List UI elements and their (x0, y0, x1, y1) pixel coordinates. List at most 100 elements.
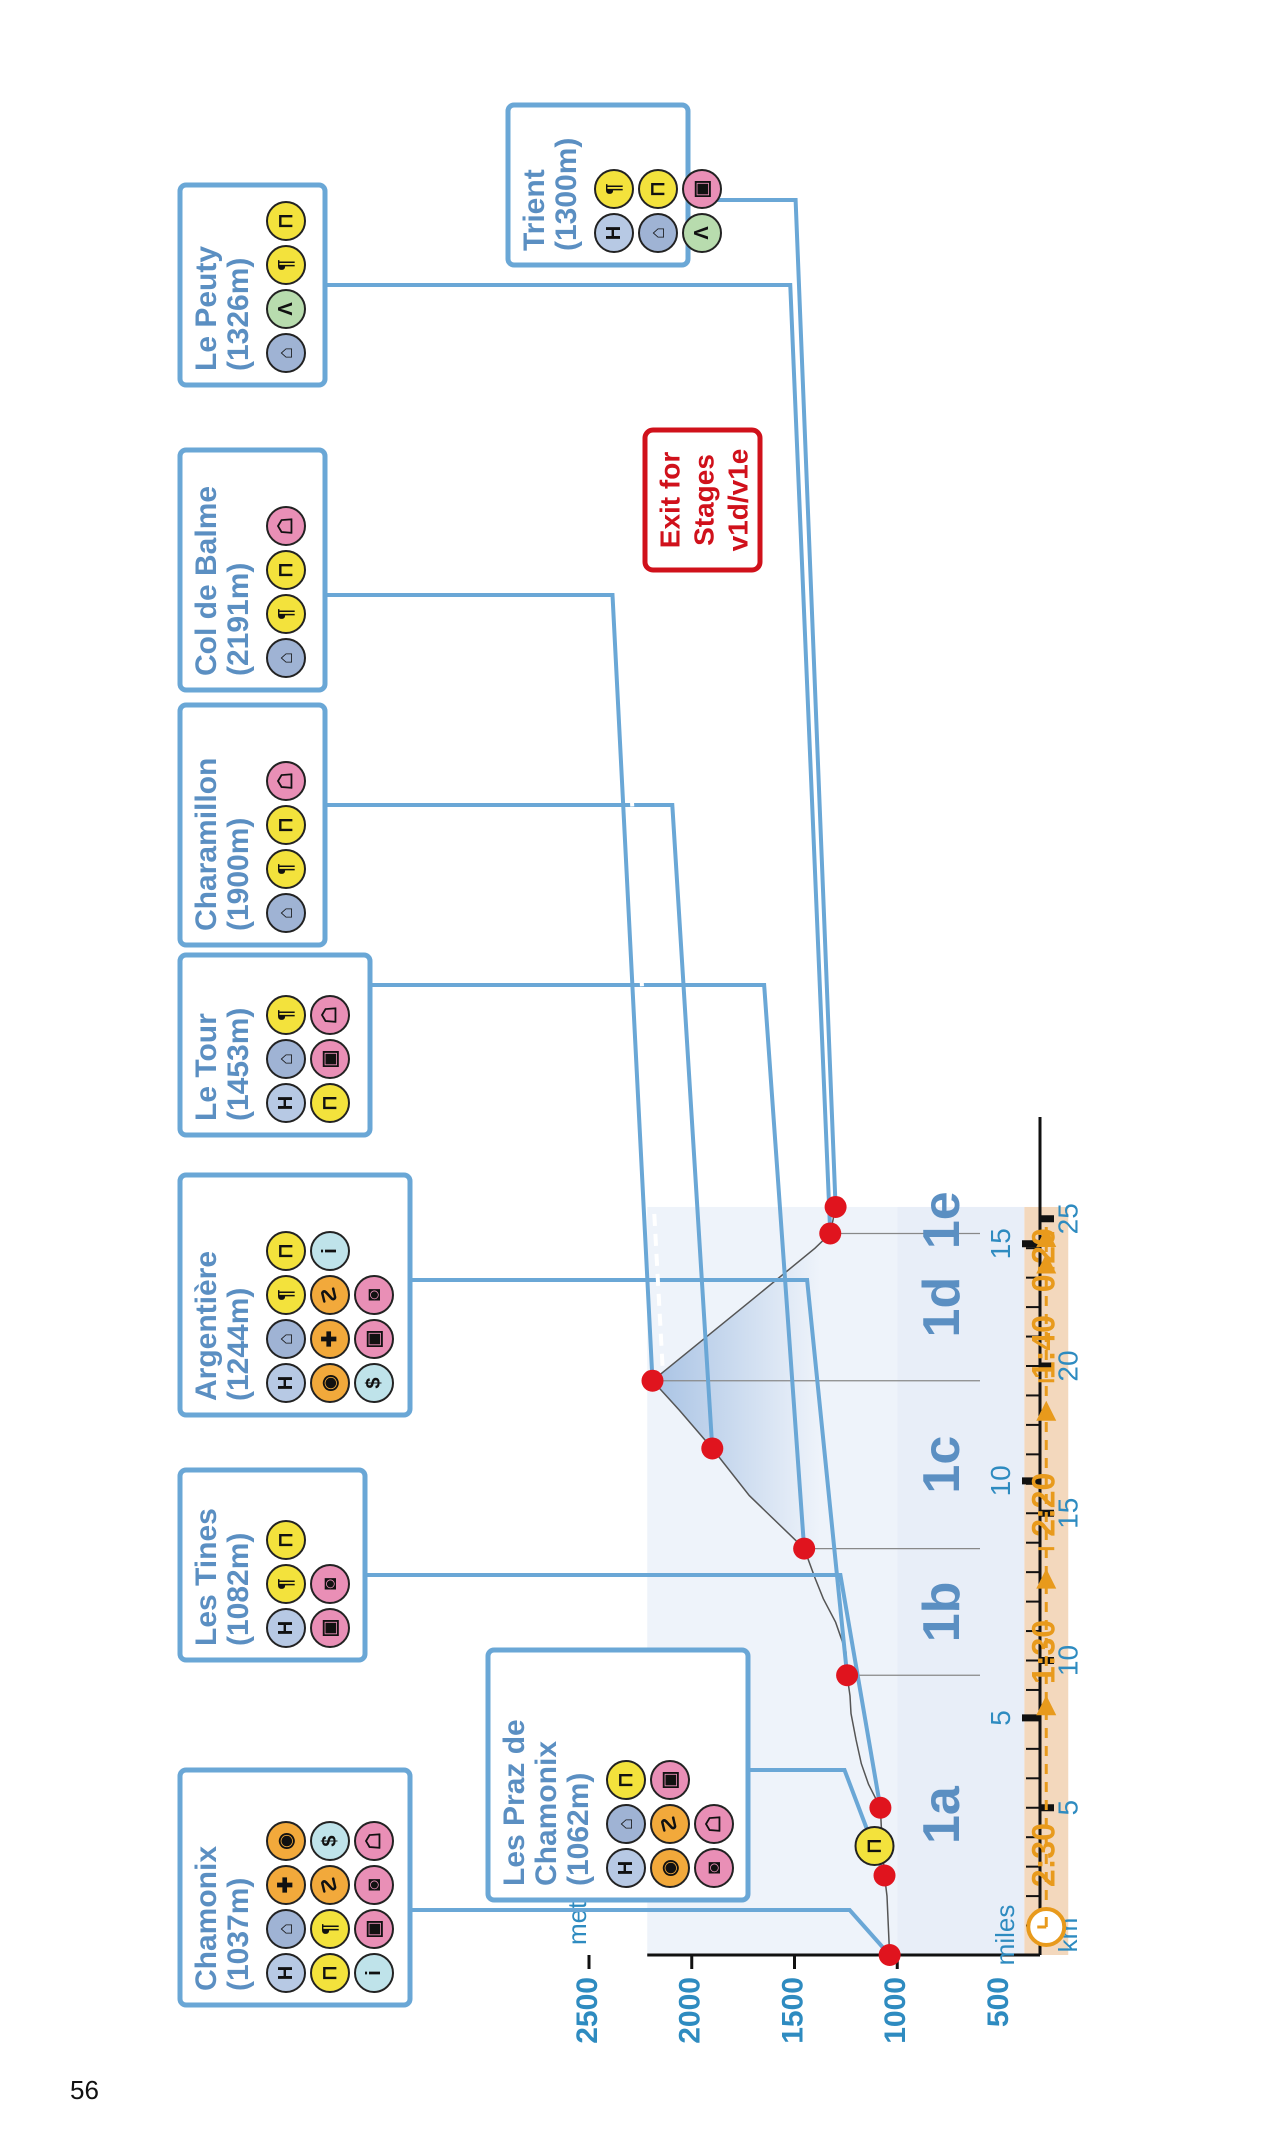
icon-disc (606, 1848, 646, 1888)
icon-disc (310, 1231, 350, 1271)
icon-glyph: H (275, 1621, 297, 1635)
icon-glyph: H (275, 1096, 297, 1110)
waypoint-marker (824, 1195, 847, 1218)
info-box-title: Le Tour (190, 1013, 223, 1121)
icon-disc (310, 1039, 350, 1079)
info-box-title: Le Peuty (190, 246, 223, 371)
icon-glyph: ⌂ (275, 347, 297, 359)
info-box-title: (1326m) (222, 258, 255, 371)
miles-tick-label: 25 (1052, 1203, 1083, 1234)
icon-disc (266, 1953, 306, 1993)
info-box-title: (1037m) (222, 1878, 255, 1991)
time-arrow (1036, 1253, 1057, 1274)
icon-glyph: ¶ (275, 1009, 297, 1020)
altitude-tick-label: 2500 (571, 1977, 604, 2044)
bus-icon: ▣ (310, 1608, 350, 1648)
time-arrow (1036, 1695, 1057, 1716)
icon-glyph: ◙ (363, 1289, 385, 1301)
icon-disc (354, 1363, 394, 1403)
waypoint-info-box: Les Tines(1082m)H¶⊓▣◙ (177, 1467, 368, 1663)
restaurant-icon: ¶ (594, 169, 634, 209)
waypoint-info-box: Trient(1300m)H¶⌂⊓Λ▣ (505, 102, 722, 268)
icon-disc (266, 506, 306, 546)
waypoint-info-box: Le Tour(1453m)H⌂¶⊓▣☖ (177, 952, 373, 1138)
icon-glyph: ⊓ (615, 1772, 637, 1788)
icon-disc (354, 1865, 394, 1905)
info-box-title: (1900m) (222, 818, 255, 931)
atm-icon: $ (354, 1363, 394, 1403)
train-icon: ◙ (310, 1564, 350, 1604)
cablecar-icon: ☖ (694, 1804, 734, 1844)
waypoint-marker (836, 1664, 859, 1687)
bus-icon: ▣ (650, 1760, 690, 1800)
icon-disc (266, 1083, 306, 1123)
connector-line (410, 1278, 850, 1676)
icon-disc (354, 1275, 394, 1315)
info-box-title: Charamillon (190, 758, 223, 931)
icon-glyph: ☡ (659, 1815, 681, 1833)
icon-glyph: ⌂ (275, 1333, 297, 1345)
waypoint-marker (869, 1796, 892, 1819)
info-box-title: Col de Balme (190, 486, 223, 676)
shop-icon: ⊓ (310, 1083, 350, 1123)
refuge-icon: ⌂ (266, 893, 306, 933)
info-box-title: (2191m) (222, 563, 255, 676)
info-box-title: (1453m) (222, 1008, 255, 1121)
icon-disc (638, 169, 678, 209)
icon-glyph: ▣ (363, 1330, 385, 1349)
info-icon: i (310, 1231, 350, 1271)
waypoint-info-box: Argentière(1244m)H⌂¶⊓◉✚☡i$▣◙ (177, 1172, 413, 1418)
icon-glyph: ¶ (275, 608, 297, 619)
icon-disc (606, 1760, 646, 1800)
restaurant-icon: ¶ (266, 995, 306, 1035)
connector-line (325, 803, 715, 1449)
icon-glyph: ⌂ (615, 1818, 637, 1830)
cablecar-icon: ☖ (266, 761, 306, 801)
cablecar-icon: ☖ (354, 1821, 394, 1861)
icon-glyph: Λ (275, 302, 297, 316)
train-icon: ◙ (354, 1865, 394, 1905)
shop-icon: ⊓ (606, 1760, 646, 1800)
icon-glyph: ▣ (363, 1920, 385, 1939)
base-band (897, 1206, 1025, 1955)
waypoint-marker (641, 1369, 664, 1392)
waypoint-info-box: Chamonix(1037m)H⌂✚◉⊓¶☡$i▣◙☖ (177, 1767, 413, 2008)
icon-glyph: ⌂ (275, 907, 297, 919)
icon-glyph: ▣ (319, 1619, 341, 1638)
restaurant-icon: ¶ (266, 849, 306, 889)
refuge-icon: ⌂ (266, 1039, 306, 1079)
icon-glyph: ¶ (603, 183, 625, 194)
icon-glyph: ☡ (319, 1876, 341, 1894)
icon-glyph: $ (363, 1377, 385, 1388)
icon-disc (266, 638, 306, 678)
icon-disc (266, 1608, 306, 1648)
icon-disc (310, 1564, 350, 1604)
icon-glyph: ¶ (275, 863, 297, 874)
bus-icon: ▣ (310, 1039, 350, 1079)
time-arrow (1036, 1568, 1057, 1589)
refuge-icon: ⌂ (266, 1909, 306, 1949)
info-box-title: Les Praz de (498, 1719, 531, 1886)
icon-disc (266, 1231, 306, 1271)
icon-glyph: ▣ (691, 180, 713, 199)
info-box-title: (1244m) (222, 1288, 255, 1401)
exit-note-frame (642, 427, 763, 573)
icon-disc (354, 1821, 394, 1861)
icon-disc (650, 1848, 690, 1888)
icon-disc (638, 213, 678, 253)
icon-disc (266, 1319, 306, 1359)
page-number: 56 (70, 2075, 99, 2105)
waypoint-marker (873, 1864, 896, 1887)
icon-glyph: ¶ (319, 1923, 341, 1934)
km-tick-label: 15 (985, 1228, 1016, 1259)
icon-glyph: ⌂ (275, 1053, 297, 1065)
icon-glyph: ⊓ (275, 1243, 297, 1259)
icon-glyph: Λ (691, 226, 713, 240)
icon-disc (266, 1520, 306, 1560)
refuge-icon: ⌂ (606, 1804, 646, 1844)
atm-icon: $ (310, 1821, 350, 1861)
icon-glyph: ⊓ (275, 562, 297, 578)
icon-disc (266, 245, 306, 285)
